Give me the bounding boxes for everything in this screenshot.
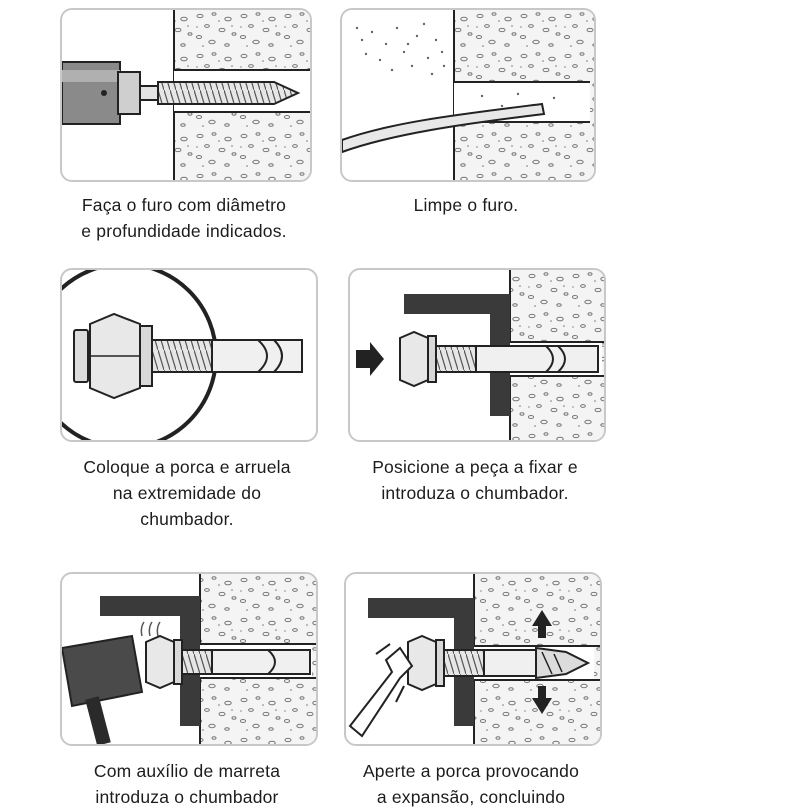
- step-4-line-2: introduza o chumbador.: [381, 483, 569, 503]
- step-5-illustration: [60, 572, 318, 746]
- step-3-illustration: [60, 268, 318, 442]
- step-5-line-2: introduza o chumbador: [95, 787, 279, 807]
- drill-icon: [62, 10, 310, 180]
- air-blower-icon: [342, 10, 594, 180]
- hammer-icon: [62, 574, 316, 744]
- wrench-icon: [348, 574, 600, 744]
- step-4-caption: Posicione a peça a fixar e introduza o c…: [334, 454, 616, 506]
- step-6-line-1: Aperte a porca provocando: [362, 761, 580, 781]
- nut-washer-icon: [62, 270, 303, 440]
- step-5-line-1: Com auxílio de marreta: [93, 761, 281, 781]
- step-1-line-2: e profundidade indicados.: [81, 221, 287, 241]
- step-1-caption: Faça o furo com diâmetro e profundidade …: [40, 192, 328, 244]
- step-3-line-3: chumbador.: [140, 509, 234, 529]
- step-4-illustration: [348, 268, 606, 442]
- step-3-caption: Coloque a porca e arruela na extremidade…: [40, 454, 334, 532]
- step-6-caption: Aperte a porca provocando a expansão, co…: [328, 758, 614, 810]
- step-2-line-1: Limpe o furo.: [413, 195, 519, 215]
- step-4-line-1: Posicione a peça a fixar e: [372, 457, 578, 477]
- step-6-line-2: a expansão, concluindo: [376, 787, 566, 807]
- step-2-caption: Limpe o furo.: [330, 192, 602, 218]
- step-3-line-2: na extremidade do: [112, 483, 262, 503]
- step-5-caption: Com auxílio de marreta introduza o chumb…: [40, 758, 334, 810]
- step-6-illustration: [344, 572, 602, 746]
- step-2-illustration: [340, 8, 596, 182]
- step-1-line-1: Faça o furo com diâmetro: [81, 195, 287, 215]
- step-1-illustration: [60, 8, 312, 182]
- step-3-line-1: Coloque a porca e arruela: [83, 457, 291, 477]
- insert-anchor-icon: [356, 270, 604, 440]
